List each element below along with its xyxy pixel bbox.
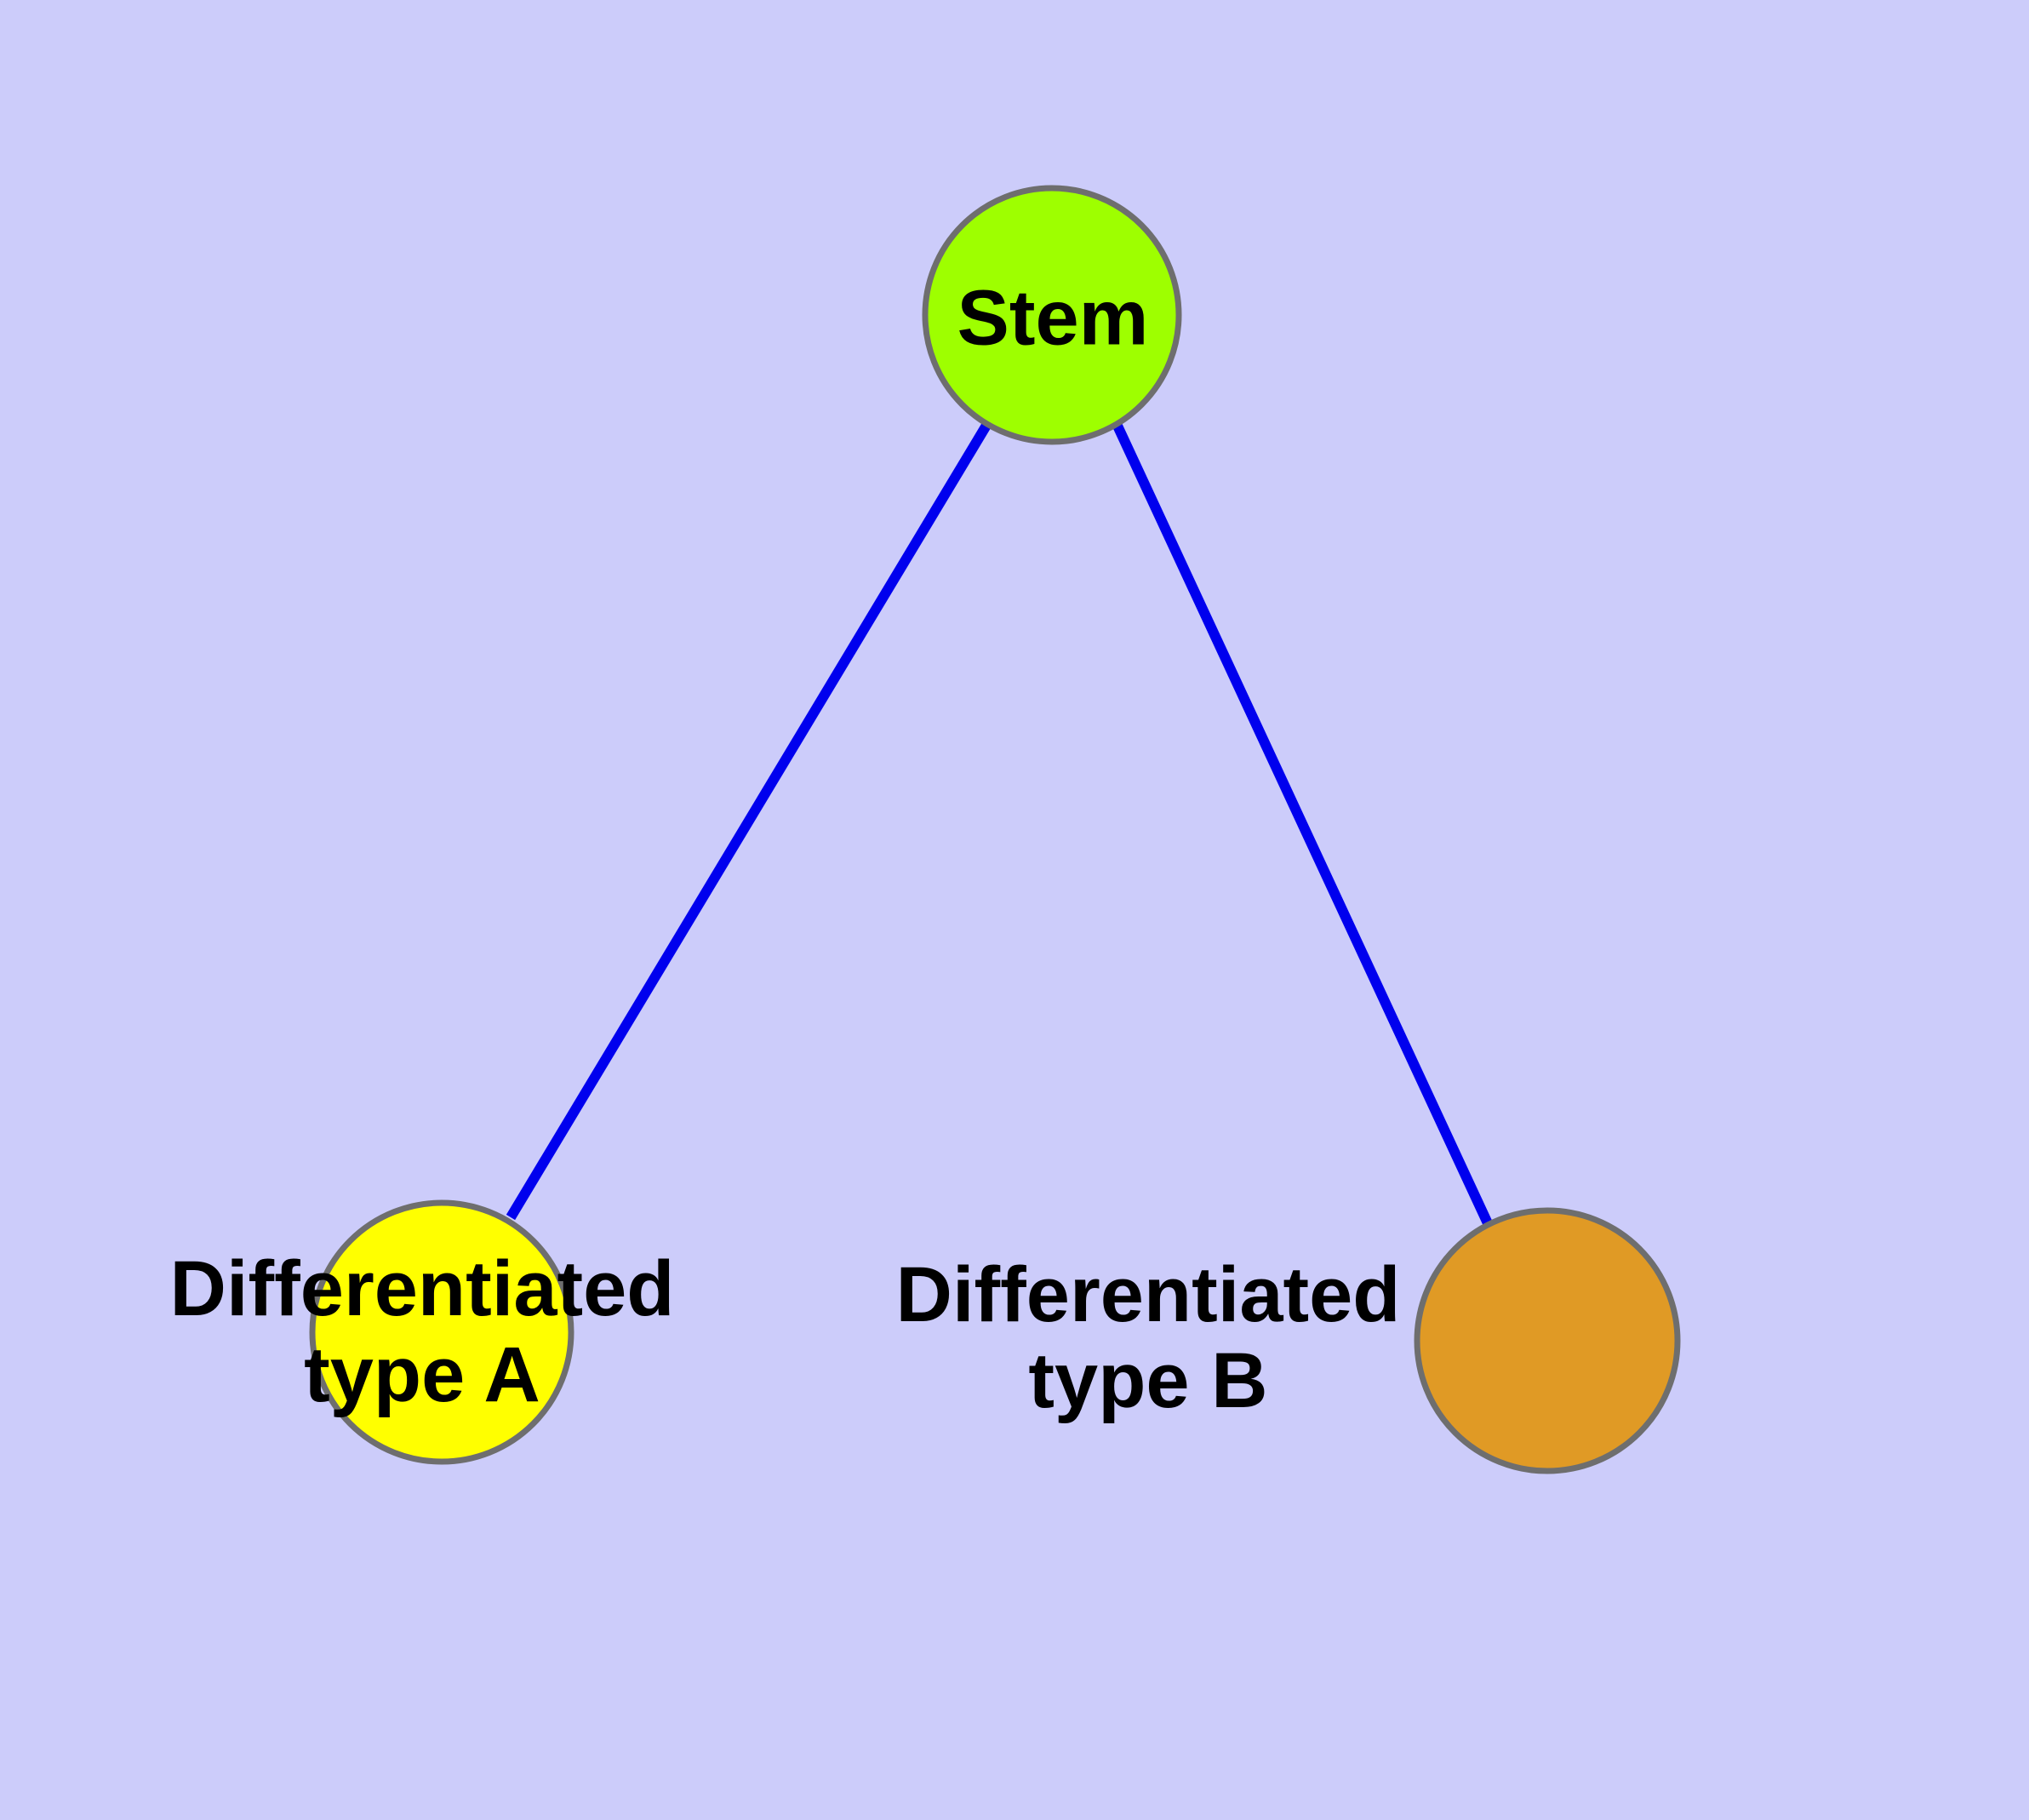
edge-stem-to-diff-a[interactable] — [506, 421, 992, 1221]
edge-layer — [506, 421, 1493, 1226]
node-differentiated-type-b[interactable] — [1414, 1207, 1681, 1474]
node-stem[interactable] — [922, 185, 1182, 445]
node-layer — [309, 185, 1681, 1474]
edge-stem-to-diff-b[interactable] — [1112, 421, 1493, 1226]
node-differentiated-type-a[interactable] — [309, 1199, 574, 1465]
